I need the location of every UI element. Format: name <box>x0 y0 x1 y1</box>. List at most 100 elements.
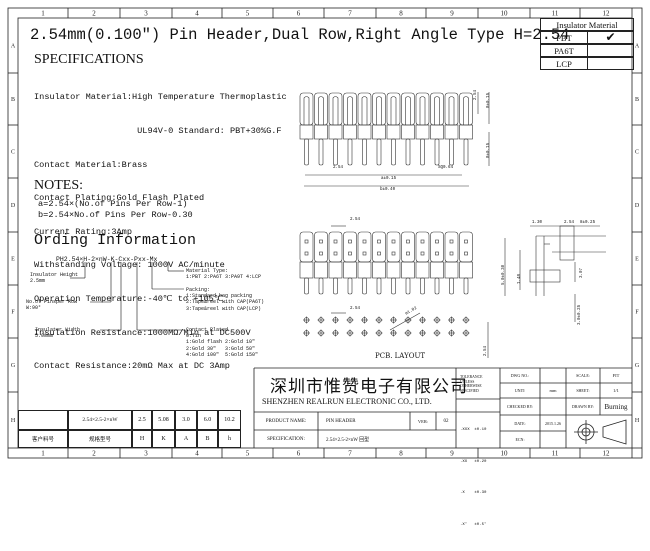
pin-tail <box>434 277 440 295</box>
pin-tail <box>318 138 324 166</box>
pin-loop <box>347 96 353 125</box>
dim-b: b±0.40 <box>380 188 396 192</box>
pin-square <box>435 251 439 256</box>
dim-side-130: 1.30 <box>532 221 543 225</box>
dim-side-8: 8±0.25 <box>580 221 596 225</box>
spec-value: 2.54×2.5-2×nW 回型 <box>326 437 370 443</box>
dwg-no <box>540 368 566 383</box>
pin-housing-front <box>459 92 473 126</box>
specifications-list: Insulator Material:High Temperature Ther… <box>34 70 287 384</box>
product-name: PIN HEADER <box>326 418 356 424</box>
dim-side-307: 3.07 <box>580 267 584 278</box>
dimension-table-value <box>18 410 68 430</box>
column-label: 2 <box>92 450 96 458</box>
insulator-segment <box>415 124 430 140</box>
product-name-label: PRODUCT NAME: <box>265 418 307 424</box>
pin-square <box>333 251 338 256</box>
pin-housing-front <box>357 92 372 126</box>
tolerance-note: TOLERANCE UNLESS OTHERWISE SPECIFIED <box>460 375 483 393</box>
pin-square <box>464 251 468 256</box>
row-label: B <box>635 97 639 103</box>
spec-line: Contact Resistance:20mΩ Max at DC 3Amp <box>34 361 230 372</box>
dimension-table-value: 3.0 <box>175 410 197 430</box>
material-pa6t-mark <box>587 44 634 57</box>
pin-square <box>449 251 454 256</box>
company-name-cn: 深圳市惟赞电子有限公司 <box>270 377 468 397</box>
row-label: H <box>635 418 640 424</box>
pin-housing-front <box>372 92 386 126</box>
insulator-segment <box>444 124 459 140</box>
pin-loop <box>318 96 324 125</box>
pin-square <box>377 239 381 244</box>
pin-square <box>406 251 410 256</box>
row-label: G <box>635 363 640 369</box>
unit-value: mm <box>549 388 557 393</box>
insulator-segment <box>430 261 444 279</box>
column-label: 10 <box>501 10 509 18</box>
pin-square <box>304 251 309 256</box>
dim-side-v2: 3.0±0.25 <box>578 304 582 325</box>
tolerance-row: .X ±0.30 <box>460 491 487 495</box>
company-name-en: SHENZHEN REALRUN ELECTRONIC CO., LTD. <box>262 397 432 406</box>
insulator-segment <box>343 124 357 140</box>
label: Packing: <box>186 287 211 293</box>
pin-loop <box>303 96 310 125</box>
dim-sq: SQ0.64 <box>438 166 454 170</box>
row-label: C <box>11 150 15 156</box>
unit-label: UNIT: <box>514 388 526 393</box>
dim-side-148: 1.48 <box>518 273 522 284</box>
drawing-title: 2.54mm(0.100″) Pin Header,Dual Row,Right… <box>30 26 570 44</box>
drawn-value: Burning <box>604 402 628 411</box>
spec-line: Withstanding Voltage: 1000V AC/minute <box>34 260 225 271</box>
date-value: 2015.1.26 <box>545 420 561 426</box>
specifications-heading: SPECIFICATIONS <box>34 52 144 67</box>
value: 5.08mm <box>35 333 54 340</box>
pin-housing-front <box>415 92 430 126</box>
column-label: 2 <box>92 10 96 18</box>
note-line: b=2.54×No.of Pins Per Row-0.30 <box>38 210 193 221</box>
column-label: 12 <box>603 450 611 458</box>
pin-housing-front <box>386 92 401 126</box>
dimension-table-label: h <box>218 430 241 448</box>
pin-tail <box>405 277 411 295</box>
dimension-table-label: 客户料号 <box>18 430 68 448</box>
insulator-segment <box>401 124 415 140</box>
value: 4:Gold 100″ 5:Gold 150″ <box>186 351 259 358</box>
pin-housing-top <box>343 231 357 263</box>
pin-tail <box>449 277 454 295</box>
column-label: 11 <box>552 10 559 18</box>
value: 2:Tape&reel with CAP(PA6T) <box>186 299 265 306</box>
tolerance-values: .XXX ±0.10 .XX ±0.20 .X ±0.30 .X° ±0.5° <box>460 404 486 551</box>
insulator-segment <box>314 261 328 279</box>
column-label: 9 <box>450 450 454 458</box>
side-insulator <box>529 269 561 283</box>
pin-tail <box>449 138 454 166</box>
pin-tail <box>376 277 382 295</box>
row-label: A <box>635 44 640 50</box>
label: Contact Plated <box>186 327 229 333</box>
check-icon: ✔ <box>587 30 634 44</box>
pin-tail <box>362 277 367 295</box>
column-label: 7 <box>348 10 352 18</box>
outer-border <box>7 7 643 459</box>
value: 2.5mm <box>30 278 46 285</box>
tolerance-row: .X° ±0.5° <box>460 522 487 527</box>
spec-line: UL94V-0 Standard: PBT+30%G.F <box>34 126 282 137</box>
ordering-code: PH2.54×H-2×nW-K-Cxx-Pxx-Mx <box>56 256 158 263</box>
dim-a: a±0.15 <box>381 177 397 181</box>
column-label: 6 <box>297 10 301 18</box>
pin-square <box>362 239 367 244</box>
spec-line: Operation Temperature:-40℃ to +105℃ <box>34 294 224 305</box>
column-label: 9 <box>450 10 454 18</box>
dimension-line <box>389 312 421 331</box>
scale-label: SCALE: <box>576 373 590 378</box>
pin-loop <box>332 96 339 125</box>
pin-square <box>420 239 425 244</box>
insulator-segment <box>328 124 343 140</box>
row-label: D <box>11 203 16 209</box>
dimension-table-label: H <box>132 430 152 448</box>
column-label: 3 <box>144 450 148 458</box>
row-label: B <box>11 97 15 103</box>
dimension-table-value: 5.08 <box>152 410 175 430</box>
